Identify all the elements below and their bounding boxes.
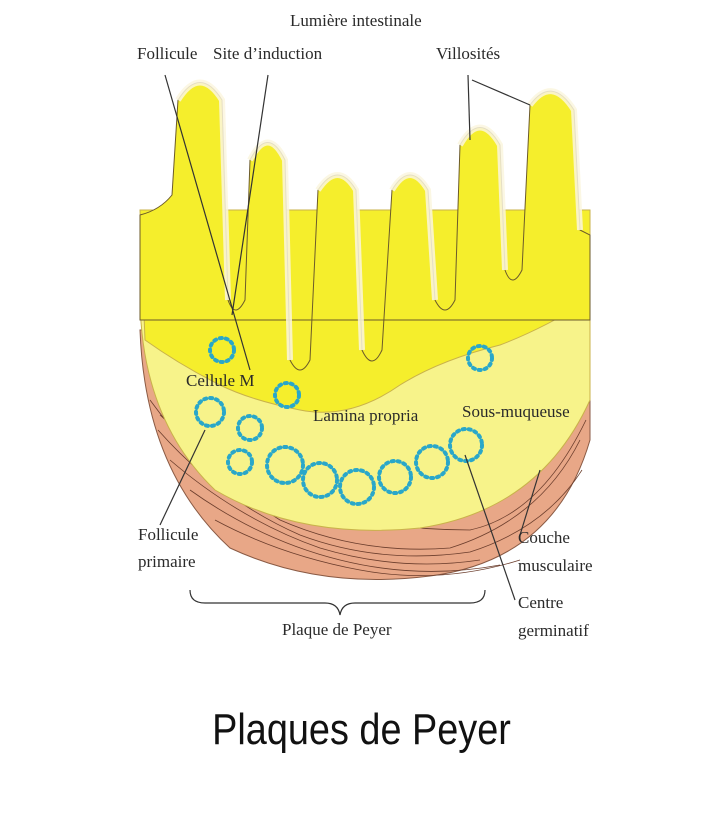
label-follicule-primaire-1: Follicule: [138, 525, 198, 544]
epithelium: [175, 79, 583, 361]
leader-lines: [159, 74, 541, 601]
label-centre-germinatif-2: germinatif: [518, 621, 589, 640]
label-plaque-de-peyer: Plaque de Peyer: [282, 620, 392, 639]
label-cellule-m: Cellule M: [186, 371, 254, 390]
label-lumen: Lumière intestinale: [290, 11, 422, 30]
label-centre-germinatif-1: Centre: [518, 593, 563, 612]
caption-title: Plaques de Peyer: [212, 705, 511, 754]
villi: [139, 82, 591, 371]
label-villosites: Villosités: [436, 44, 500, 63]
label-sous-muqueuse: Sous-muqueuse: [462, 402, 570, 421]
label-couche-musculaire-2: musculaire: [518, 556, 593, 575]
label-follicule-primaire-2: primaire: [138, 552, 196, 571]
label-follicule: Follicule: [137, 44, 197, 63]
plaque-bracket: [189, 589, 486, 616]
label-lamina-propria: Lamina propria: [313, 406, 419, 425]
label-couche-musculaire-1: Couche: [518, 528, 570, 547]
label-site-induction: Site d’induction: [213, 44, 323, 63]
follicles: [194, 336, 494, 506]
